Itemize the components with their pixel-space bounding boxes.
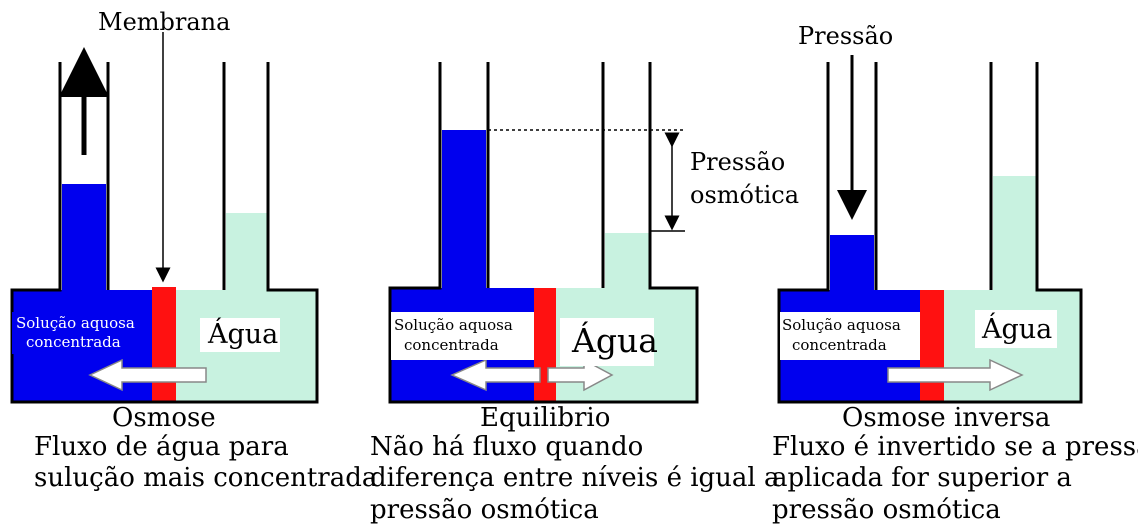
caption-equilibrio-2: diferença entre níveis é igual a <box>370 463 780 493</box>
membrane-label: Membrana <box>98 8 230 36</box>
caption-inversa-1: Fluxo é invertido se a pressão <box>772 432 1138 462</box>
title-osmose: Osmose <box>112 403 216 433</box>
caption-inversa-2: aplicada for superior a <box>772 463 1072 493</box>
water-label-3: Água <box>981 312 1052 345</box>
caption-osmose-2: sulução mais concentrada <box>34 463 377 493</box>
flow-arrow-right-3 <box>887 358 1024 392</box>
membrane-2 <box>534 288 556 402</box>
panel-equilibrio: Pressão osmótica Solução aquosa concentr… <box>388 62 799 404</box>
osmotic-pressure-label-2: osmótica <box>690 181 799 209</box>
solution-column-3 <box>830 235 874 291</box>
membrane-1 <box>152 287 176 402</box>
solution-column-2 <box>442 130 486 290</box>
flow-arrow-left-2 <box>450 358 541 392</box>
pressure-label: Pressão <box>798 22 893 50</box>
title-equilibrio: Equilibrio <box>480 403 610 433</box>
solution-label-3a: Solução aquosa <box>782 316 901 334</box>
caption-osmose-1: Fluxo de água para <box>34 432 289 462</box>
water-label-2: Água <box>571 320 658 360</box>
solution-label-1b: concentrada <box>26 333 121 351</box>
solution-label-2a: Solução aquosa <box>394 316 513 334</box>
osmotic-pressure-label-1: Pressão <box>690 148 785 176</box>
caption-equilibrio-1: Não há fluxo quando <box>370 432 643 462</box>
panel-osmose: Solução aquosa concentrada Água <box>10 32 319 404</box>
vessel-outline-2 <box>388 62 699 404</box>
flow-arrow-left-1 <box>88 358 207 392</box>
title-osmose-inversa: Osmose inversa <box>842 403 1050 433</box>
water-column-2 <box>605 233 650 290</box>
water-label-1: Água <box>207 317 278 350</box>
caption-equilibrio-3: pressão osmótica <box>370 495 599 525</box>
water-column-3 <box>993 176 1037 291</box>
vessel-outline-1 <box>10 62 319 404</box>
solution-label-1a: Solução aquosa <box>16 314 135 332</box>
caption-inversa-3: pressão osmótica <box>772 495 1001 525</box>
vessel-outline-3 <box>777 62 1083 404</box>
panel-osmose-inversa: Pressão Solução aquosa concentrada Água <box>777 22 1083 404</box>
flow-arrow-right-2 <box>547 358 614 392</box>
membrane-3 <box>920 290 944 402</box>
water-column-1 <box>226 213 268 291</box>
solution-label-2b: concentrada <box>404 336 499 354</box>
solution-label-3b: concentrada <box>792 336 887 354</box>
solution-column-1 <box>62 183 106 291</box>
